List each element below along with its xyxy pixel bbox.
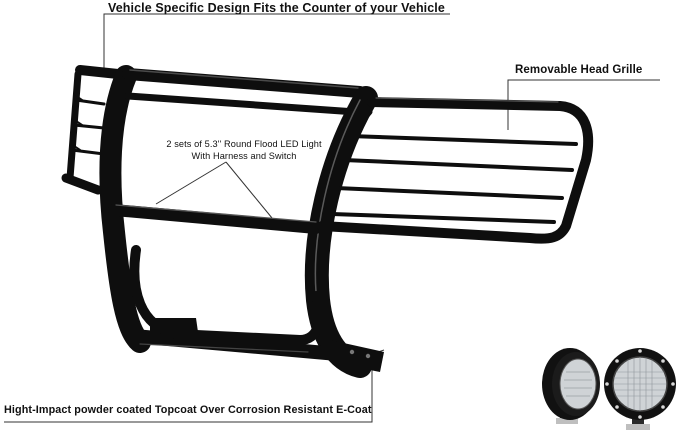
callout-led-line-1: 2 sets of 5.3'' Round Flood LED Light xyxy=(166,139,322,149)
callout-led-line-2: With Harness and Switch xyxy=(191,151,297,161)
left-wing-bars xyxy=(61,65,123,195)
leader-top xyxy=(103,13,450,18)
leader-led-left xyxy=(155,161,227,205)
mounting-brackets xyxy=(150,318,384,372)
main-hoop xyxy=(99,65,378,378)
flood-light-left xyxy=(542,348,600,424)
flood-light-right xyxy=(604,348,676,430)
callout-powder-coat: Hight-Impact powder coated Topcoat Over … xyxy=(4,404,372,416)
leader-led-right xyxy=(225,161,273,219)
callout-vehicle-specific-design: Vehicle Specific Design Fits the Counter… xyxy=(108,1,445,15)
callout-removable-head-grille: Removable Head Grille xyxy=(515,64,643,76)
leader-grille xyxy=(507,79,660,130)
callout-led-lights: 2 sets of 5.3'' Round Flood LED Light Wi… xyxy=(146,138,342,162)
head-grille-cage xyxy=(317,97,594,244)
round-flood-light-icon xyxy=(542,348,676,430)
